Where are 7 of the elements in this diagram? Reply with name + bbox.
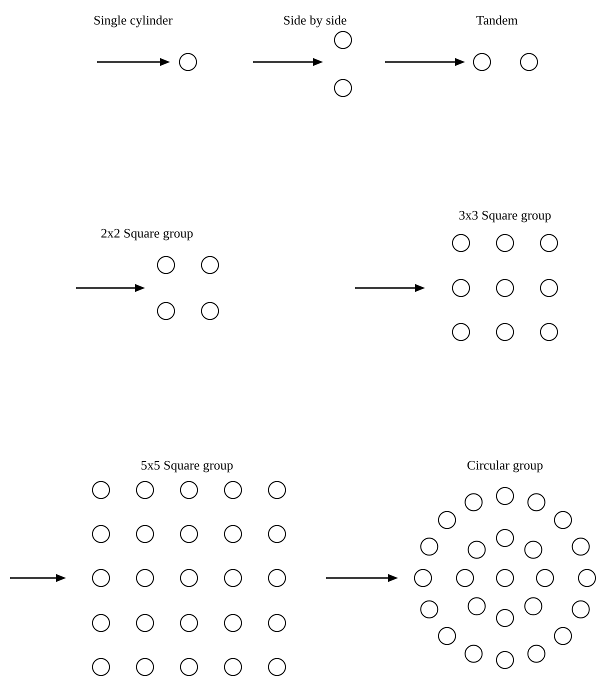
group-title: 5x5 Square group — [140, 458, 234, 472]
group-title: Tandem — [476, 14, 518, 26]
group-title: 2x2 Square group — [100, 226, 194, 240]
group-title: Single cylinder — [93, 14, 173, 26]
group-title: 3x3 Square group — [458, 208, 552, 222]
group-title: Circular group — [466, 458, 544, 472]
group-title: Side by side — [283, 14, 347, 26]
